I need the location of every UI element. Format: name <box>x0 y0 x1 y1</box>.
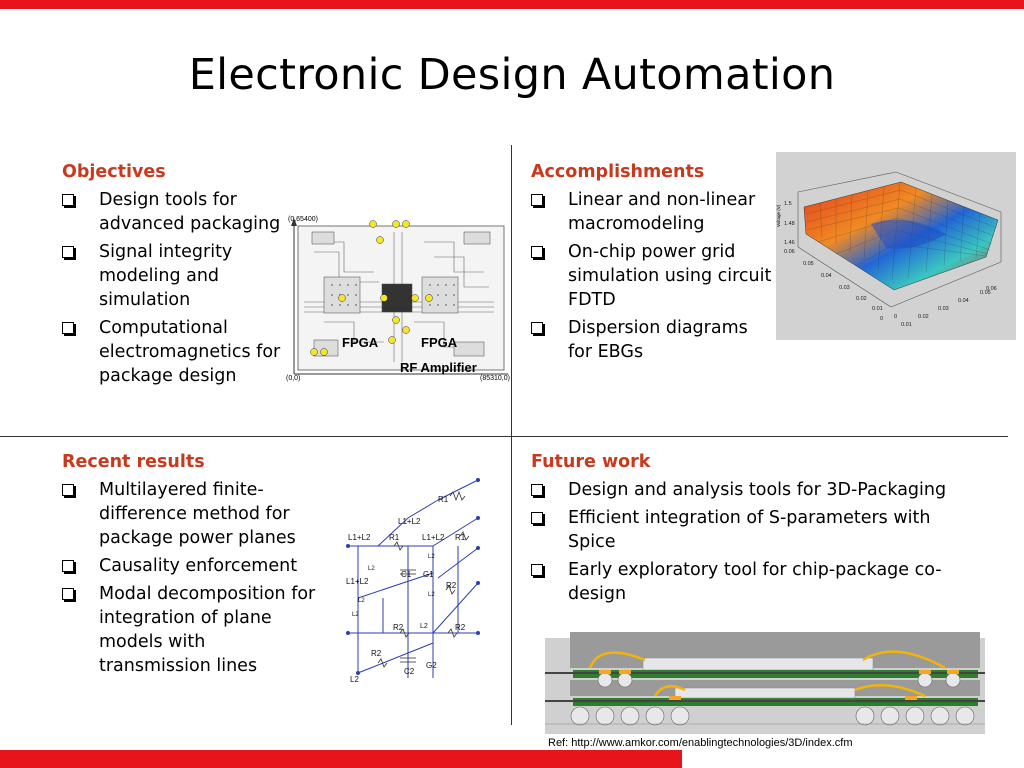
svg-text:L2: L2 <box>428 554 435 560</box>
checkbox-bullet-icon <box>531 322 543 334</box>
list-item: Causality enforcement <box>62 554 317 578</box>
y-tick: 0.03 <box>938 306 949 312</box>
x-tick: 0.03 <box>839 285 850 291</box>
svg-text:R1: R1 <box>438 495 449 504</box>
vertical-divider <box>511 145 512 725</box>
bottom-accent-bar <box>0 750 682 768</box>
top-accent-bar <box>0 0 1024 9</box>
svg-text:L2: L2 <box>358 598 365 604</box>
list-item: Efficient integration of S-parameters wi… <box>531 506 971 554</box>
accomplishments-section: Accomplishments Linear and non-linear ma… <box>531 160 776 368</box>
checkbox-bullet-icon <box>62 484 74 496</box>
list-item: Signal integrity modeling and simulation <box>62 240 282 312</box>
slide-title: Electronic Design Automation <box>188 50 836 100</box>
checkbox-bullet-icon <box>531 512 543 524</box>
z-tick: 1.48 <box>784 221 795 227</box>
3d-package-cross-section-figure <box>545 628 985 734</box>
svg-text:G1: G1 <box>423 570 434 579</box>
horizontal-divider <box>0 436 1008 437</box>
rf-amplifier-label: RF Amplifier <box>400 360 477 375</box>
recent-results-section: Recent results Multilayered finite-diffe… <box>62 450 317 682</box>
list-item: Design and analysis tools for 3D-Packagi… <box>531 478 971 502</box>
svg-text:L1+L2: L1+L2 <box>346 577 369 586</box>
package-layout-figure: (0,65400) (0,0) (85310,0) FPGA FPGA <box>286 216 510 382</box>
checkbox-bullet-icon <box>62 560 74 572</box>
svg-text:L2: L2 <box>368 566 375 572</box>
list-item: Linear and non-linear macromodeling <box>531 188 776 236</box>
svg-text:R1: R1 <box>455 533 466 542</box>
future-work-section: Future work Design and analysis tools fo… <box>531 450 971 610</box>
list-item: Modal decomposition for integration of p… <box>62 582 317 678</box>
x-tick: 0.04 <box>821 273 832 279</box>
list-item: Design tools for advanced packaging <box>62 188 282 236</box>
svg-text:C2: C2 <box>404 667 415 676</box>
z-tick: 1.46 <box>784 240 795 246</box>
corner-label-bottom-right: (85310,0) <box>480 375 510 382</box>
checkbox-bullet-icon <box>62 588 74 600</box>
circuit-schematic-figure: R1 L1+L2 L1+L2 R1 L1+L2 R1 L2 C1 G1 L2 L… <box>346 478 480 684</box>
z-tick: 1.5 <box>784 201 792 207</box>
svg-text:G2: G2 <box>426 661 437 670</box>
list-item: Dispersion diagrams for EBGs <box>531 316 776 364</box>
corner-label-bottom-left: (0,0) <box>286 375 300 382</box>
recent-results-heading: Recent results <box>62 452 205 472</box>
checkbox-bullet-icon <box>62 246 74 258</box>
y-tick: 0.01 <box>901 322 912 328</box>
future-work-heading: Future work <box>531 452 651 472</box>
y-tick: 0.02 <box>918 314 929 320</box>
corner-label-top-left: (0,65400) <box>288 216 318 223</box>
svg-text:R2: R2 <box>371 649 382 658</box>
y-tick: 0.05 <box>980 290 991 296</box>
x-tick: 0.05 <box>803 261 814 267</box>
fpga-right-label: FPGA <box>421 335 458 350</box>
checkbox-bullet-icon <box>531 564 543 576</box>
svg-text:R2: R2 <box>455 623 466 632</box>
y-tick: 0.06 <box>986 286 997 292</box>
objectives-heading: Objectives <box>62 162 166 182</box>
checkbox-bullet-icon <box>531 194 543 206</box>
z-axis-label: Voltage (V) <box>776 204 781 227</box>
svg-text:C1: C1 <box>401 570 412 579</box>
svg-text:L1+L2: L1+L2 <box>398 517 421 526</box>
svg-text:R1: R1 <box>389 533 400 542</box>
fpga-left-label: FPGA <box>342 335 379 350</box>
accomplishments-heading: Accomplishments <box>531 162 705 182</box>
checkbox-bullet-icon <box>531 246 543 258</box>
svg-text:L2: L2 <box>420 623 428 630</box>
x-tick: 0.01 <box>872 306 883 312</box>
objectives-section: Objectives Design tools for advanced pac… <box>62 160 282 392</box>
svg-text:L2: L2 <box>352 612 359 618</box>
svg-text:L1+L2: L1+L2 <box>348 533 371 542</box>
svg-text:R2: R2 <box>446 581 457 590</box>
checkbox-bullet-icon <box>531 484 543 496</box>
list-item: Multilayered finite-difference method fo… <box>62 478 317 550</box>
y-tick: 0 <box>894 314 897 320</box>
checkbox-bullet-icon <box>62 194 74 206</box>
svg-text:L1+L2: L1+L2 <box>422 533 445 542</box>
list-item: On-chip power grid simulation using circ… <box>531 240 776 312</box>
svg-text:L2: L2 <box>428 592 435 598</box>
voltage-surface-plot: 1.5 1.48 1.46 0.06 0.05 0.04 0.03 0.02 0… <box>776 152 1016 340</box>
svg-text:R2: R2 <box>393 623 404 632</box>
x-tick: 0.02 <box>856 296 867 302</box>
list-item: Computational electromagnetics for packa… <box>62 316 282 388</box>
checkbox-bullet-icon <box>62 322 74 334</box>
svg-text:L2: L2 <box>350 675 359 684</box>
x-tick: 0.06 <box>784 249 795 255</box>
list-item: Early exploratory tool for chip-package … <box>531 558 971 606</box>
y-tick: 0.04 <box>958 298 969 304</box>
reference-link[interactable]: Ref: http://www.amkor.com/enablingtechno… <box>548 737 853 749</box>
x-tick: 0 <box>880 316 883 322</box>
